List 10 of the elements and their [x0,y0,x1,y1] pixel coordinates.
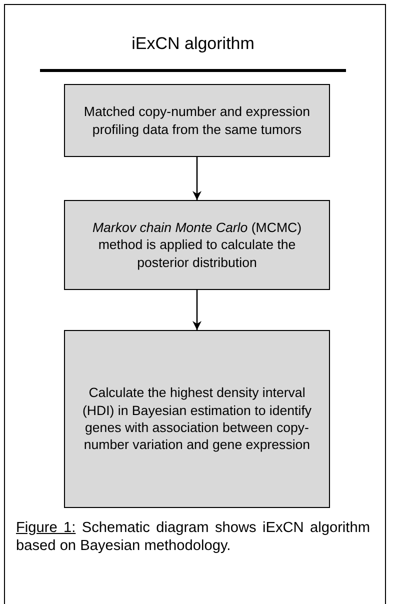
diagram-title: iExCN algorithm [130,34,256,54]
box-text: Calculate the highest density interval (HDI) in Bayesian estimation to identify genes with association between copy-number variation and gene expression [81,384,313,454]
box-text: Matched copy-number and expression profiling data from the same tumors [82,103,312,138]
figure-caption: Figure 1: Schematic diagram shows iExCN algorithm based on Bayesian methodology. [16,519,370,556]
arrow [192,290,202,330]
box-text: Markov chain Monte Carlo (MCMC) method is applied to calculate the posterior distribution [91,219,303,271]
process-box [64,84,330,157]
arrow [192,157,202,200]
process-box [64,330,330,508]
process-box [64,200,330,290]
